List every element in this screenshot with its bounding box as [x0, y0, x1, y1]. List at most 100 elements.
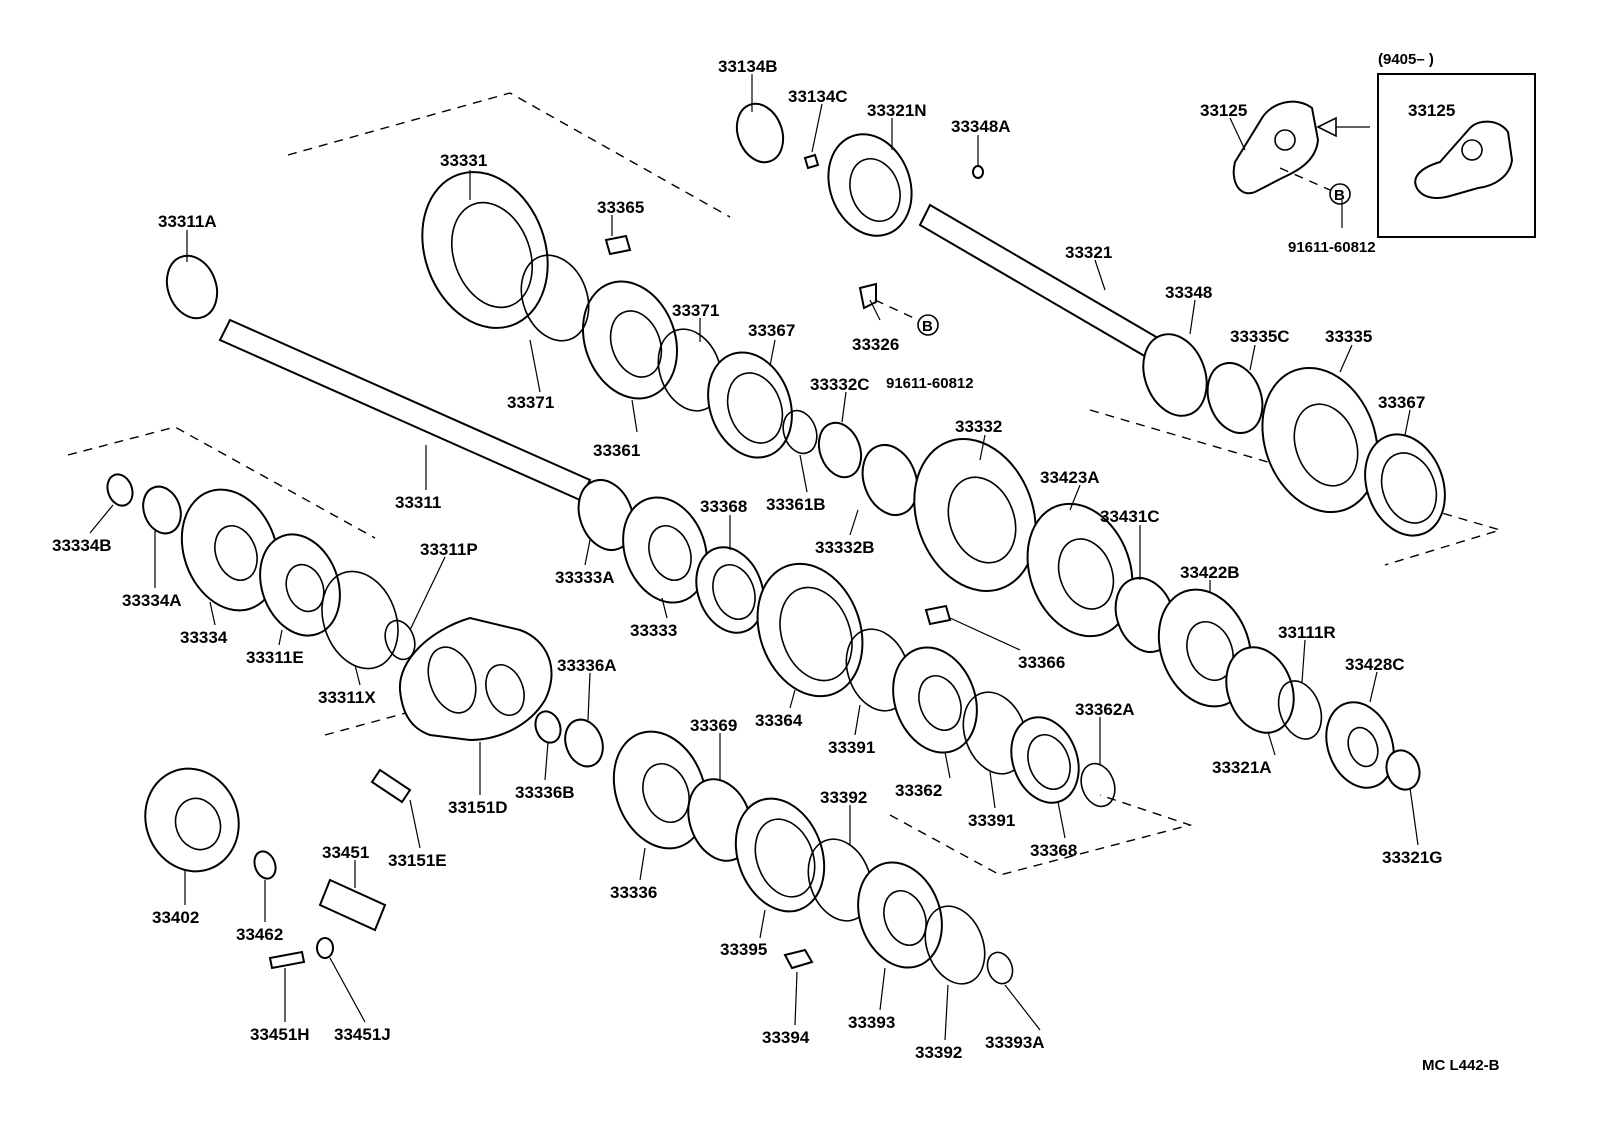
gear-33422b-inner [1186, 621, 1234, 681]
part-label: 33367 [1378, 393, 1425, 412]
gear-33336-inner [642, 763, 690, 823]
part-label: 33361 [593, 441, 640, 460]
part-label: 33423A [1040, 468, 1100, 487]
ring-33367-right-inner [1380, 452, 1438, 524]
inset-box [1377, 73, 1536, 238]
gear-33361 [581, 280, 679, 400]
part-label: 33431C [1100, 507, 1160, 526]
part-label: 33332B [815, 538, 875, 557]
ring-33311x [321, 570, 399, 670]
part-label: 33326 [852, 335, 899, 354]
part-label: 33371 [672, 301, 719, 320]
part-label: 33321N [867, 101, 927, 120]
bearing-33311e-inner [285, 563, 325, 613]
bolt-33451h [268, 950, 306, 970]
part-label: 33334 [180, 628, 228, 647]
washer-33462 [253, 850, 277, 880]
washer-33451j [316, 937, 334, 959]
ring-33371b [657, 328, 723, 412]
part-label: 33311X [318, 688, 376, 707]
part-label: 33362 [895, 781, 942, 800]
gear-33332 [913, 438, 1037, 592]
part-label: 33428C [1345, 655, 1405, 674]
gear-33362 [892, 646, 978, 754]
part-label: 33333A [555, 568, 615, 587]
diagram-code: MC L442-B [1422, 1057, 1500, 1074]
gear-33362-inner [918, 675, 962, 731]
part-label: 33392 [820, 788, 867, 807]
gear-33333 [622, 496, 708, 604]
gear-33331 [421, 171, 549, 329]
part-label: 33336B [515, 783, 575, 802]
ring-33367-inner [726, 372, 784, 444]
ring-33368 [695, 546, 765, 634]
bearing-33321n [827, 133, 913, 237]
part-label: 33311P [420, 540, 478, 559]
gasket-plate [1232, 100, 1320, 195]
washer-33332c [817, 421, 863, 479]
inset-arrow-head [1316, 116, 1337, 138]
gear-33428c-inner [1347, 726, 1379, 768]
ring-33371 [520, 254, 590, 342]
part-label: 33451J [334, 1025, 391, 1044]
part-label: 33451H [250, 1025, 310, 1044]
part-label: 33335C [1230, 327, 1290, 346]
part-label: 33134C [788, 87, 848, 106]
ring-33392 [807, 838, 873, 922]
shaft-33451 [318, 878, 387, 932]
part-label: 33368 [1030, 841, 1077, 860]
gear-33335-inner [1293, 403, 1359, 487]
bearing-33333a [577, 479, 635, 551]
part-label: 33134B [718, 57, 778, 76]
ring-33367 [707, 351, 793, 459]
gear-33332-inner [947, 476, 1017, 564]
part-label: 33368 [700, 497, 747, 516]
bolt-marker-b-upper [1329, 183, 1351, 205]
part-label: 33462 [236, 925, 283, 944]
part-label: 33321G [1382, 848, 1443, 867]
part-label: 33369 [690, 716, 737, 735]
leader-lines [89, 74, 1419, 1041]
part-label: 33361B [766, 495, 826, 514]
part-label: 33336 [610, 883, 657, 902]
bearing-33335c [1206, 362, 1264, 434]
bolt-marker-b-center [917, 314, 939, 336]
part-labels: 33134B 33134C 33321N 33348A 33125 33125 … [52, 57, 1455, 1062]
inset-plate [1414, 120, 1514, 199]
part-label: 33311E [246, 648, 304, 667]
ball-33348a [972, 165, 984, 179]
ring-33392b [924, 905, 986, 985]
gear-33393 [857, 861, 943, 969]
washer-33336b [534, 710, 562, 744]
sleeve-33395 [734, 797, 826, 913]
part-label: 33393 [848, 1013, 895, 1032]
ring-33368b-inner [1027, 734, 1071, 790]
part-label: 33348 [1165, 283, 1212, 302]
gear-33402 [144, 767, 240, 873]
pin-33134c [803, 153, 820, 170]
part-label: 91611-60812 [886, 375, 974, 392]
part-label: 33111R [1278, 623, 1336, 642]
gear-33402-inner [174, 797, 222, 851]
part-label: 33394 [762, 1028, 810, 1047]
retainer-plate-33151d [398, 616, 553, 742]
washer-33348 [1142, 333, 1208, 417]
left-group-outline [67, 426, 376, 539]
ring-33393a [986, 951, 1014, 985]
ring-33311p [384, 619, 416, 661]
part-label: 33402 [152, 908, 199, 927]
leader-bolt-b [1279, 167, 1331, 191]
bearing-33336a [564, 718, 604, 768]
lock-plate-33326 [858, 282, 877, 310]
bearing-33321a [1225, 646, 1295, 734]
output-shaft [918, 203, 1172, 367]
part-label: 33366 [1018, 653, 1065, 672]
part-label: 33334B [52, 536, 112, 555]
ring-33362a [1080, 762, 1116, 808]
retainer-hole-b [485, 664, 525, 716]
gear-33428c [1325, 701, 1395, 789]
part-label: 33348A [951, 117, 1011, 136]
part-label: 33371 [507, 393, 554, 412]
upper-group-outline [287, 92, 731, 218]
